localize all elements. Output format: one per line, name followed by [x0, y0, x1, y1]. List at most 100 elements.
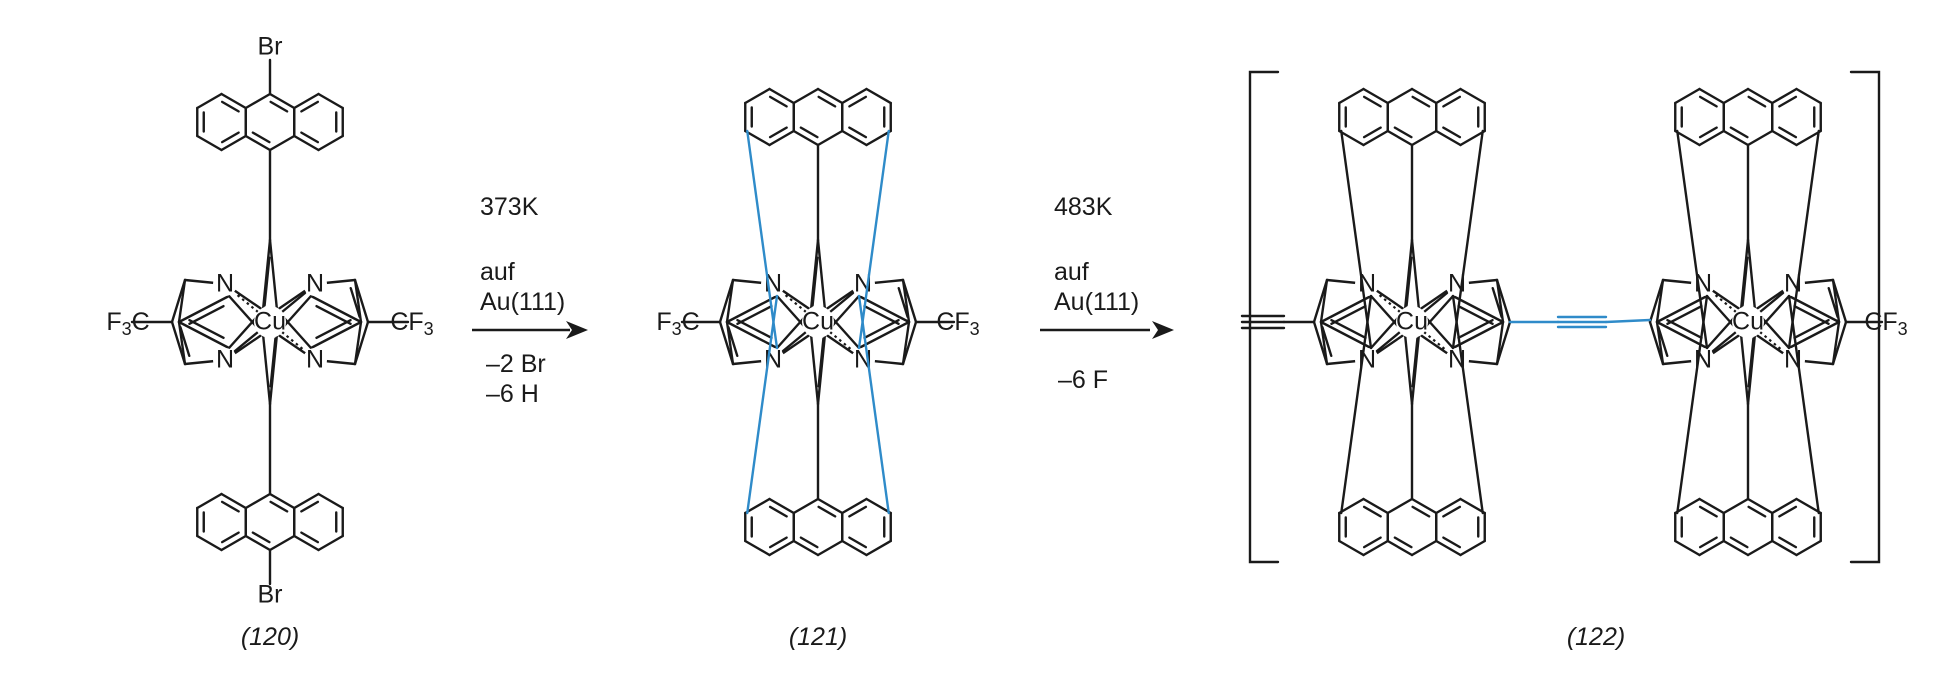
bond: [1386, 129, 1414, 147]
bond: [744, 129, 771, 147]
double-bond-inner: [188, 318, 225, 340]
double-bond-inner: [768, 126, 788, 139]
double-bond-inner: [727, 326, 739, 358]
bond: [1338, 129, 1365, 147]
double-bond-inner: [799, 126, 819, 139]
coordination-bond: [1759, 331, 1784, 352]
bond: [1771, 129, 1798, 147]
double-bond-inner: [1442, 536, 1462, 549]
double-bond-inner: [817, 337, 825, 388]
double-bond-inner: [269, 337, 277, 388]
fused-cc-bond: [1787, 129, 1820, 350]
step1-substrate-line1: auf: [480, 258, 515, 286]
bond: [1655, 294, 1709, 324]
step1-substrate-line2: Au(111): [480, 288, 565, 316]
bond: [317, 492, 344, 510]
double-bond-inner: [817, 95, 837, 108]
coordination-bond: [1376, 292, 1401, 313]
reaction-arrow-2: [1040, 321, 1174, 339]
double-bond-inner: [1778, 95, 1798, 108]
bond: [220, 492, 247, 510]
coordination-bond: [829, 331, 854, 352]
double-bond-inner: [1747, 505, 1767, 518]
double-bond-inner: [1457, 304, 1494, 326]
double-bond-inner: [811, 256, 819, 307]
bond: [268, 492, 296, 510]
bond: [865, 539, 892, 557]
bond: [1451, 294, 1505, 324]
bond: [1739, 332, 1750, 406]
double-bond-inner: [736, 318, 773, 340]
fused-cc-bond: [1676, 294, 1709, 515]
reaction-arrow-1: [472, 321, 588, 339]
double-bond-inner: [315, 304, 352, 326]
double-bond-inner: [1747, 337, 1755, 388]
bond: [865, 87, 892, 105]
bond: [901, 278, 918, 324]
coordination-bond: [1712, 292, 1737, 313]
metal-bond: [828, 291, 855, 314]
double-bond-inner: [220, 531, 240, 544]
double-bond-inner: [1442, 126, 1462, 139]
double-bond-inner: [897, 286, 909, 318]
double-bond-inner: [1729, 536, 1749, 549]
metal-bond: [1758, 291, 1785, 314]
bond: [718, 278, 735, 324]
bond: [317, 534, 344, 552]
step2-loss-line1: –6 F: [1058, 366, 1108, 394]
copper-atom: Cu: [802, 308, 834, 336]
bond: [816, 129, 844, 147]
bond: [1338, 539, 1365, 557]
bond: [244, 492, 272, 510]
bromine-atom-bottom: Br: [258, 581, 283, 609]
bond: [816, 87, 844, 105]
metal-bond: [781, 330, 808, 353]
bond: [1831, 320, 1848, 366]
bond: [1495, 278, 1512, 324]
bond: [1410, 129, 1438, 147]
double-bond-inner: [269, 100, 289, 113]
double-bond-inner: [1330, 318, 1367, 340]
polymer-bracket-right: [1849, 70, 1881, 564]
bond: [792, 497, 820, 515]
bond: [1698, 497, 1725, 515]
bond: [1831, 278, 1848, 324]
copper-atom: Cu: [254, 308, 286, 336]
bond: [857, 294, 911, 324]
bond: [268, 134, 296, 152]
double-bond-inner: [1442, 95, 1462, 108]
bond: [309, 294, 363, 324]
bond: [317, 92, 344, 110]
bond: [792, 539, 820, 557]
atom-halo: [303, 272, 327, 296]
double-bond-inner: [251, 531, 271, 544]
bond: [1698, 539, 1725, 557]
bond: [1410, 539, 1438, 557]
cf3-group-right: CF3: [390, 308, 433, 339]
bond: [220, 134, 247, 152]
double-bond-inner: [1666, 304, 1703, 326]
bond: [196, 534, 223, 552]
bond: [1722, 539, 1750, 557]
bond: [865, 129, 892, 147]
bond: [1787, 320, 1841, 350]
bond: [1362, 539, 1389, 557]
bond: [196, 92, 223, 110]
double-bond-inner: [1793, 318, 1830, 340]
double-bond-inner: [863, 304, 900, 326]
bond: [261, 332, 272, 406]
atom-halo: [213, 272, 237, 296]
bond: [1386, 539, 1414, 557]
bond: [1746, 539, 1774, 557]
bromine-atom-top: Br: [258, 33, 283, 61]
bond: [1319, 320, 1373, 350]
bond: [1362, 129, 1389, 147]
double-bond-inner: [1405, 256, 1413, 307]
nitrogen-atom: N: [306, 270, 324, 298]
double-bond-inner: [1657, 326, 1669, 358]
fused-cc-bond: [1676, 129, 1709, 350]
nitrogen-atom: N: [216, 346, 234, 374]
